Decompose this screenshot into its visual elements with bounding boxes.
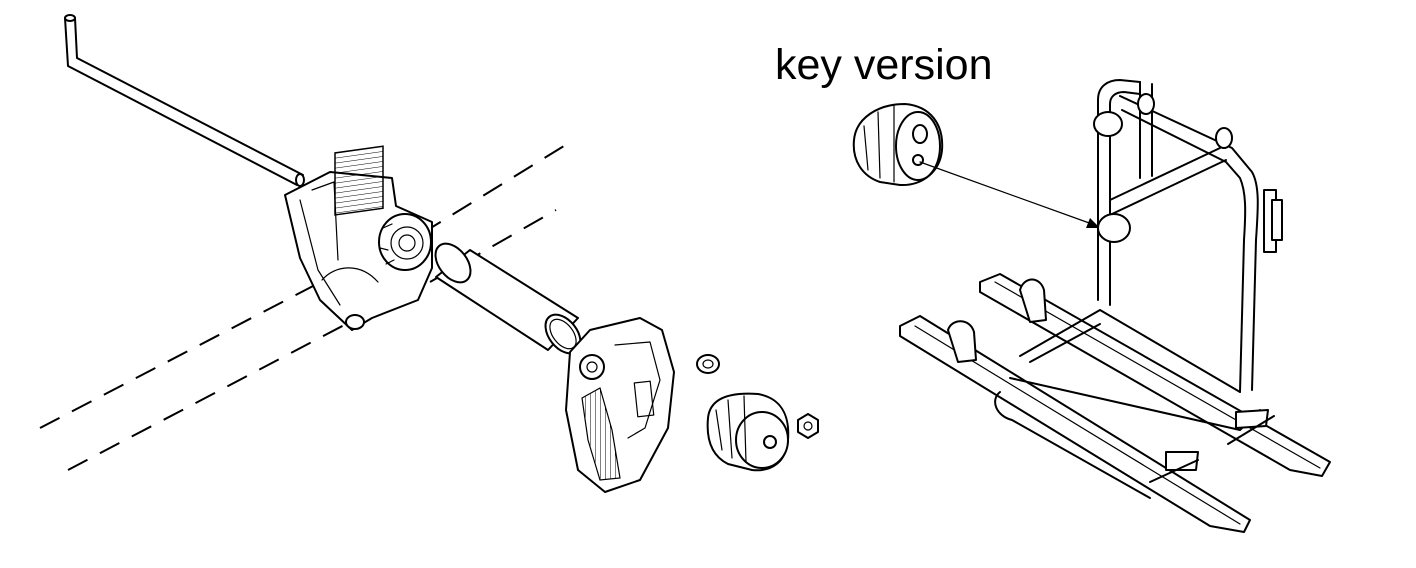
- rack-knobs: [1093, 93, 1233, 243]
- assembled-rack: [852, 79, 1331, 533]
- clamp-knob: [378, 213, 432, 271]
- wheel-rail-lower: [899, 315, 1251, 533]
- tube: [434, 242, 582, 355]
- axis-line-upper: [39, 271, 341, 429]
- wheel-clamps: [947, 278, 1275, 483]
- big-knob: [706, 392, 790, 472]
- key-version-label: key version: [775, 41, 993, 89]
- axis-line-lower: [67, 321, 351, 471]
- key-version-knob: [852, 103, 944, 187]
- rack-base: [994, 309, 1261, 499]
- nut: [797, 413, 819, 439]
- wheel-rail-upper: [979, 273, 1331, 477]
- axis-line-lower-right: [429, 209, 557, 283]
- exploded-assembly: [39, 14, 819, 493]
- wheel-holder: [565, 317, 675, 493]
- l-shaped-rod: [64, 14, 305, 187]
- washer: [696, 354, 720, 374]
- pointer-arrow: [919, 161, 1100, 228]
- clamp-bracket: [284, 145, 433, 331]
- rack-frame: [1097, 79, 1283, 393]
